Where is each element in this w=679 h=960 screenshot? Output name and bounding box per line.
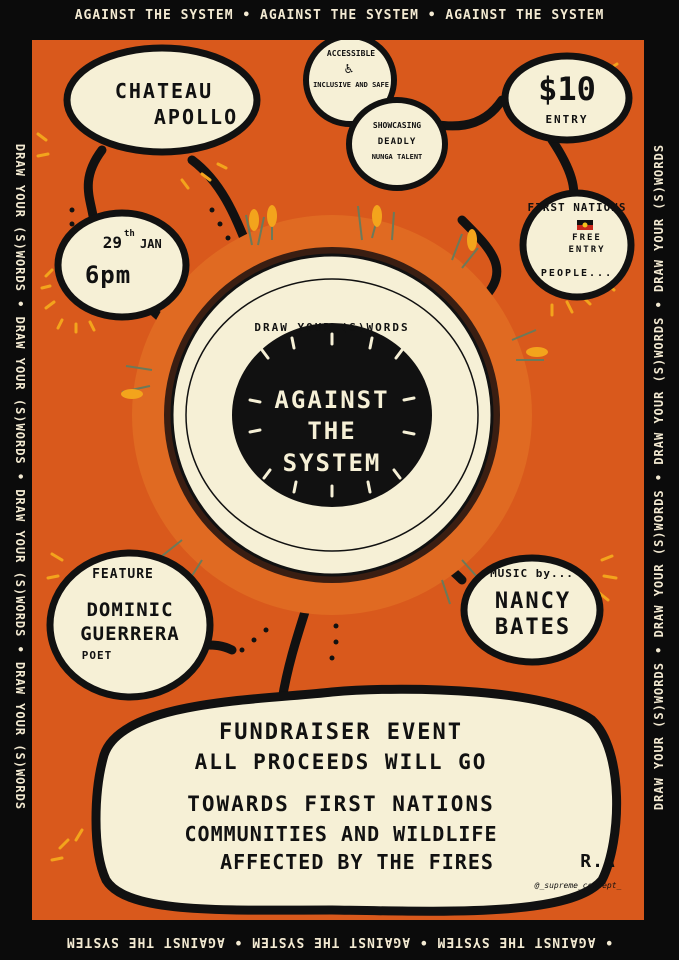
border-text-top: AGAINST THE SYSTEM • AGAINST THE SYSTEM … — [74, 8, 605, 23]
center-title-line2: THE — [307, 417, 357, 445]
date-time: 6pm — [84, 261, 132, 289]
center-title-line3: SYSTEM — [282, 449, 382, 477]
showcasing-bubble — [346, 97, 448, 191]
border-text-right: DRAW YOUR (S)WORDS • DRAW YOUR (S)WORDS … — [652, 143, 666, 811]
feature-name-line2: GUERRERA — [80, 623, 180, 645]
first-nations-line3: ENTRY — [568, 245, 606, 255]
showcasing-line2: DEADLY — [377, 137, 417, 147]
first-nations-line1: FIRST NATIONS — [527, 201, 627, 214]
center-inner-line — [185, 278, 479, 552]
first-nations-line4: PEOPLE... — [540, 268, 614, 279]
fundraiser-line3: TOWARDS FIRST NATIONS — [187, 792, 495, 816]
flower-decoration — [121, 205, 548, 399]
signature-initials: R.A — [580, 851, 616, 872]
date-bubble — [54, 209, 190, 321]
feature-name-line1: DOMINIC — [86, 599, 174, 621]
music-name-line2: BATES — [494, 615, 572, 640]
music-bubble — [460, 554, 604, 666]
venue-bubble — [63, 44, 261, 156]
border-text-bottom: • AGAINST THE SYSTEM • AGAINST THE SYSTE… — [65, 934, 614, 949]
first-nations-bubble — [519, 189, 635, 301]
feature-role: POET — [81, 649, 113, 662]
fundraiser-bubble — [91, 684, 622, 916]
venue-line1: CHATEAU — [114, 79, 214, 103]
showcasing-line1: SHOWCASING — [372, 121, 422, 130]
poster-artwork: CHATEAU APOLLO ACCESSIBLE ♿ INCLUSIVE AN… — [32, 40, 644, 920]
first-nations-line2: FREE — [572, 233, 602, 243]
center-title-line1: AGAINST — [274, 386, 390, 414]
fundraiser-line2: ALL PROCEEDS WILL GO — [194, 750, 488, 774]
signature-handle: @_supreme_concept_ — [534, 881, 622, 890]
core-dashes — [248, 332, 416, 498]
accessible-line1: ACCESSIBLE — [326, 49, 376, 58]
date-day: 29 — [102, 233, 122, 252]
venue-line2: APOLLO — [153, 105, 239, 129]
center-tagline: DRAW YOUR (S)WORDS — [254, 321, 410, 334]
aboriginal-flag-icon — [577, 220, 593, 230]
date-month: JAN — [140, 237, 162, 251]
showcasing-line3: NUNGA TALENT — [371, 153, 423, 161]
price-bubble — [501, 52, 633, 144]
feature-label: FEATURE — [92, 567, 154, 582]
fundraiser-line1: FUNDRAISER EVENT — [219, 720, 463, 745]
feature-bubble — [46, 549, 214, 701]
price-amount: $10 — [538, 70, 596, 108]
fundraiser-line4: COMMUNITIES AND WILDLIFE — [184, 822, 498, 846]
wheelchair-icon: ♿ — [344, 61, 356, 77]
date-suffix: th — [124, 229, 135, 239]
border-text-left: DRAW YOUR (S)WORDS • DRAW YOUR (S)WORDS … — [13, 143, 27, 811]
center-black-core — [232, 323, 432, 507]
price-label: ENTRY — [545, 113, 589, 126]
fundraiser-line5: AFFECTED BY THE FIRES — [220, 850, 494, 874]
poster-illustration — [36, 40, 635, 916]
music-name-line1: NANCY — [494, 589, 572, 614]
music-label: MUSIC by... — [490, 567, 574, 580]
accessible-line2: INCLUSIVE AND SAFE — [313, 81, 389, 89]
